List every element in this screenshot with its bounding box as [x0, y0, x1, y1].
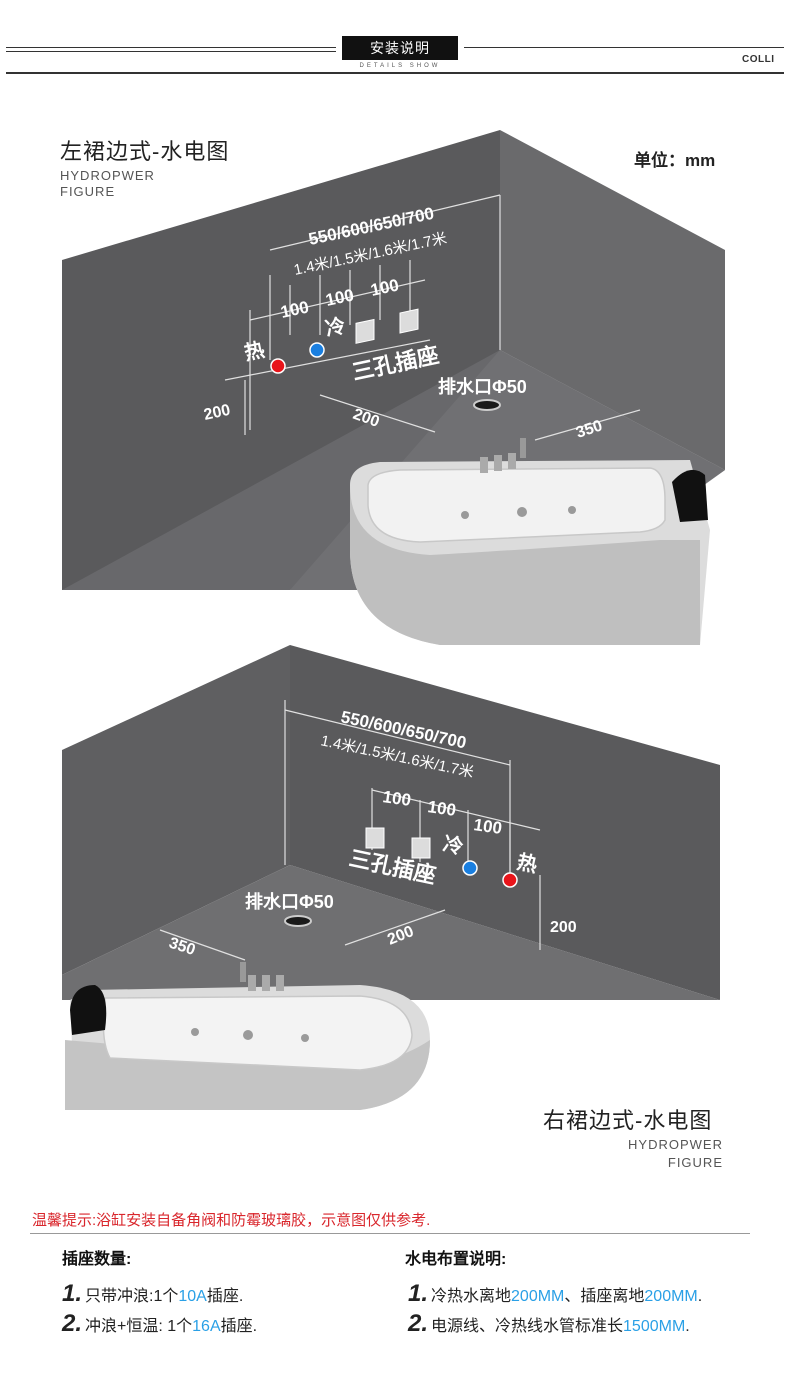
bottom-cold-valve: [462, 860, 478, 876]
header-line-right: [464, 47, 784, 48]
bottom-title: 右裙边式-水电图: [543, 1108, 713, 1133]
layout-heading: 水电布置说明:: [405, 1251, 507, 1268]
top-socket-2: [399, 308, 419, 334]
socket-heading: 插座数量:: [62, 1251, 132, 1268]
layout-item-2-pre: 电源线、冷热线水管标准长: [431, 1318, 624, 1335]
header-subtitle: DETAILS SHOW: [359, 63, 441, 69]
bottom-floor: [62, 865, 720, 1000]
header-line-bottom: [6, 72, 784, 74]
tip-text: 温馨提示:浴缸安装自备角阀和防霉玻璃胶，示意图仅供参考.: [32, 1212, 431, 1229]
header-line-left-2: [6, 51, 336, 52]
top-height-label: 200: [202, 402, 232, 424]
top-title: 左裙边式-水电图: [60, 139, 230, 164]
socket-item-2-post: 插座.: [220, 1318, 258, 1335]
socket-item-1-pre: 只带冲浪:1个: [85, 1288, 179, 1305]
bottom-title-en-1: HYDROPWER: [628, 1137, 723, 1152]
unit-label: 单位：mm: [634, 151, 716, 170]
bottom-height-label: 200: [550, 919, 577, 936]
socket-item-1: 1.只带冲浪:1个10A插座.: [62, 1280, 243, 1308]
bottom-spacing-2: 100: [426, 797, 457, 820]
top-title-en-1: HYDROPWER: [60, 168, 155, 183]
layout-item-1-pre: 冷热水离地: [431, 1288, 512, 1305]
bottom-hot-valve: [502, 872, 518, 888]
brand-logo: COLLI: [742, 54, 775, 65]
layout-item-1-num: 1.: [408, 1280, 429, 1307]
top-title-en-2: FIGURE: [60, 184, 116, 199]
header-badge: 安装说明: [342, 36, 458, 60]
top-drain-label: 排水口Φ50: [438, 376, 527, 397]
socket-item-1-num: 1.: [62, 1280, 83, 1307]
layout-item-1: 1.冷热水离地200MM、插座离地200MM.: [408, 1280, 702, 1308]
socket-item-2-pre: 冲浪+恒温: 1个: [85, 1318, 193, 1335]
bottom-spacing-1: 100: [381, 787, 412, 810]
top-diagram: 550/600/650/700 1.4米/1.5米/1.6米/1.7米 100 …: [62, 130, 725, 645]
socket-item-2-num: 2.: [62, 1310, 83, 1337]
layout-item-1-hl: 200MM: [511, 1288, 565, 1305]
bottom-socket-2: [411, 837, 431, 859]
socket-item-1-hl: 10A: [178, 1288, 207, 1305]
socket-item-1-post: 插座.: [206, 1288, 244, 1305]
bottom-drain-hole: [284, 915, 312, 927]
bottom-title-en-2: FIGURE: [667, 1155, 723, 1170]
socket-item-2-hl: 16A: [192, 1318, 221, 1335]
layout-item-1-hl2: 200MM: [644, 1288, 698, 1305]
top-hot-valve: [270, 358, 286, 374]
layout-item-2: 2.电源线、冷热线水管标准长1500MM.: [408, 1310, 690, 1338]
bottom-back-wall: [290, 645, 720, 1000]
top-cold-label: 冷: [323, 313, 348, 341]
socket-item-2: 2.冲浪+恒温: 1个16A插座.: [62, 1310, 257, 1338]
top-cold-valve: [309, 342, 325, 358]
top-drain-hole: [473, 399, 501, 411]
bottom-diagram: 550/600/650/700 1.4米/1.5米/1.6米/1.7米 100 …: [62, 645, 720, 1110]
bottom-drain-label: 排水口Φ50: [245, 891, 334, 912]
bottom-hot-label: 热: [515, 850, 539, 877]
bottom-spacing-3: 100: [472, 815, 503, 838]
header-line-left: [6, 47, 336, 48]
layout-item-2-num: 2.: [408, 1310, 429, 1337]
bottom-bathtub: [65, 962, 430, 1110]
top-socket-1: [355, 318, 375, 344]
layout-item-2-post: .: [685, 1318, 690, 1335]
bottom-cold-label: 冷: [441, 831, 466, 859]
top-hot-label: 热: [242, 338, 266, 365]
bottom-socket-1: [365, 827, 385, 849]
top-bathtub: [350, 438, 710, 645]
layout-item-2-hl: 1500MM: [623, 1318, 686, 1335]
tip-divider: [30, 1233, 750, 1234]
layout-item-1-mid: 、插座离地: [564, 1288, 645, 1305]
layout-item-1-post: .: [697, 1288, 703, 1305]
top-back-wall: [500, 130, 725, 470]
